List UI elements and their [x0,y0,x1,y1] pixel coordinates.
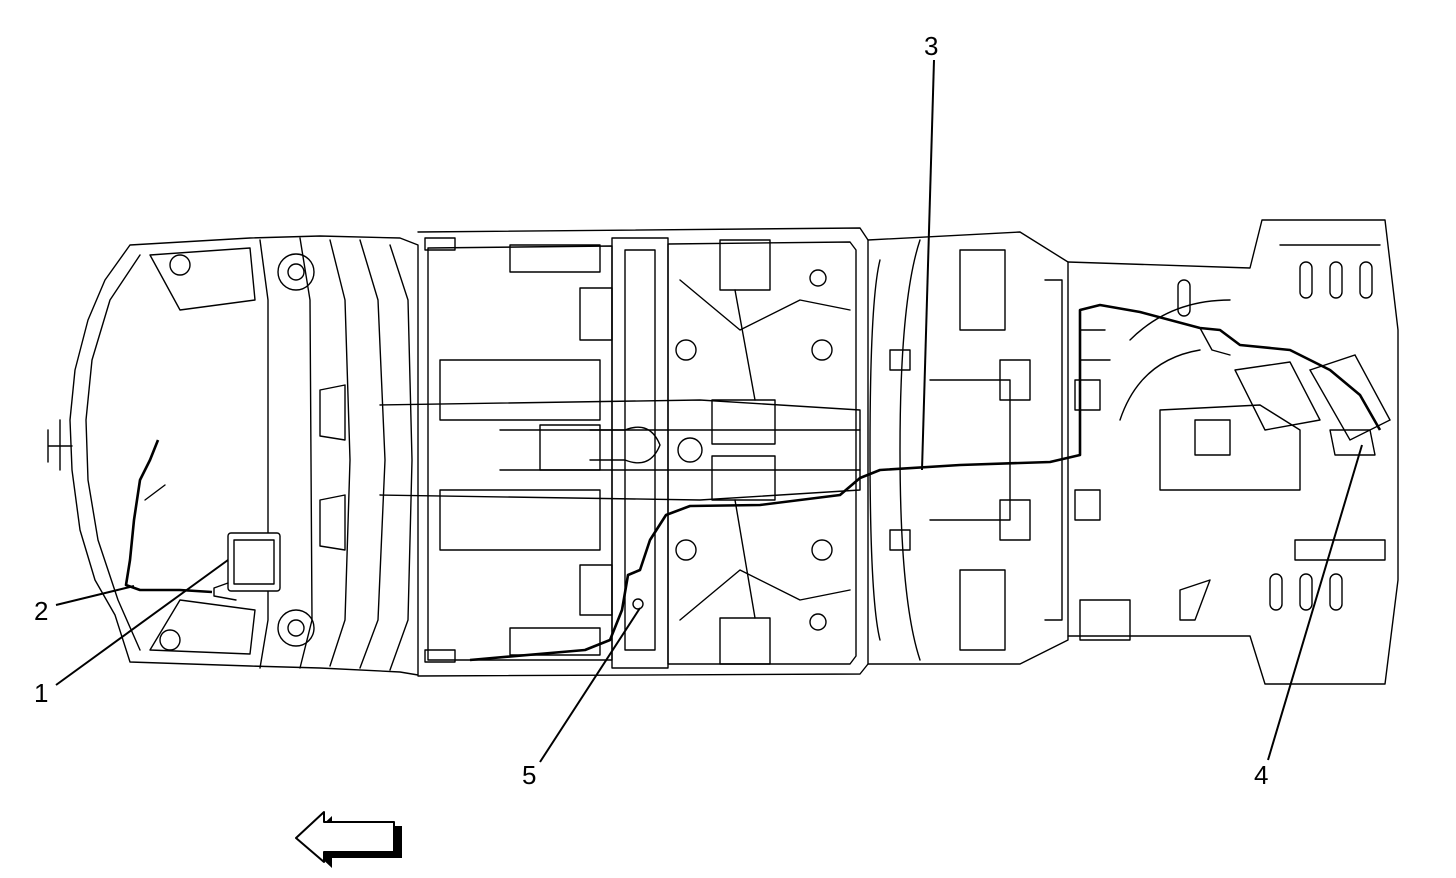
leader-1 [55,559,229,686]
callout-1: 1 [34,678,48,708]
rear-trunk [1067,219,1399,685]
callout-5: 5 [522,760,536,790]
leader-3 [921,59,935,471]
wiring-harness [469,303,1382,662]
arrow-left-outline-icon [295,811,402,868]
leader-lines [55,59,1363,763]
control-module [227,532,281,592]
callouts: 1 2 3 4 5 [34,31,1268,790]
rear-floor [867,231,1131,665]
callout-3: 3 [924,31,938,61]
rear-module [1308,354,1391,441]
callout-4: 4 [1254,760,1268,790]
front-harness [124,439,213,594]
leader-2 [55,585,135,606]
floor-pan [379,227,869,677]
leader-4 [1267,444,1363,761]
front-structure [47,235,419,676]
callout-2: 2 [34,596,48,626]
leader-5 [539,607,641,763]
